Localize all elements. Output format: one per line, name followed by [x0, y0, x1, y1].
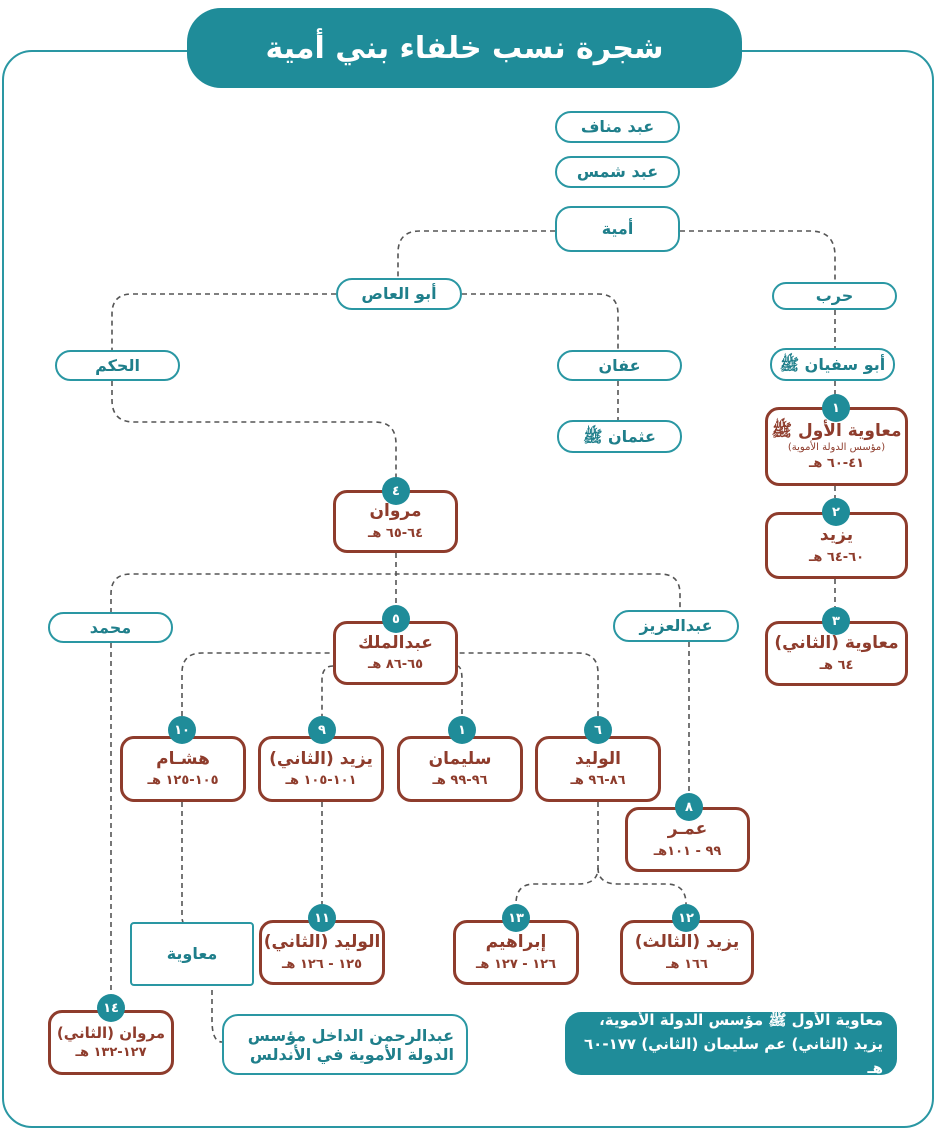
note-andalus-line1: عبدالرحمن الداخل مؤسس: [247, 1025, 454, 1045]
ancestor-harb: حرب: [772, 282, 897, 310]
caliph-umar-name: عمـر: [667, 819, 708, 840]
ancestor-affan: عفان: [557, 350, 682, 381]
caliph-muawiya1-sub: (مؤسس الدولة الأموية): [787, 442, 886, 454]
caliph-yazid3-dates: ١٦٦ هـ: [666, 956, 708, 972]
line-umayya-abu-al-as: [397, 230, 555, 278]
caliph-yazid3: يزيد (الثالث) ١٦٦ هـ: [620, 920, 754, 985]
caliph-al-walid2-name: الوليد (الثاني): [263, 932, 381, 953]
ancestor-al-hakam: الحكم: [55, 350, 180, 381]
caliph-umar: عمـر ٩٩ - ١٠١هـ: [625, 807, 750, 872]
caliph-yazid2-name: يزيد (الثاني): [269, 748, 373, 769]
caliph-hisham-dates: ١٠٥-١٢٥ هـ: [147, 773, 219, 788]
line-walid-yazid3: [597, 867, 687, 905]
note-andalus-line2: الدولة الأموية في الأندلس: [249, 1044, 454, 1064]
line-hisham-muawiya: [181, 802, 193, 928]
caliph-yazid2-badge: ٩: [308, 716, 336, 744]
caliph-marwan1-dates: ٦٤-٦٥ هـ: [367, 525, 424, 541]
ancestor-muawiya-label: معاوية: [166, 944, 218, 963]
caliph-al-walid2-dates: ١٢٥ - ١٢٦ هـ: [281, 956, 363, 972]
line-abu-al-as-affan: [462, 293, 619, 350]
ancestor-umayya-label: أمية: [601, 219, 634, 238]
caliph-marwan1-name: مروان: [369, 501, 422, 522]
caliph-yazid1-dates: ٦٠-٦٤ هـ: [808, 549, 865, 565]
note-andalus: عبدالرحمن الداخل مؤسس الدولة الأموية في …: [222, 1014, 468, 1075]
caliph-abd-al-malik-dates: ٦٥-٨٦ هـ: [367, 657, 424, 672]
ancestor-abd-manaf: عبد مناف: [555, 111, 680, 143]
ancestor-umayya: أمية: [555, 206, 680, 252]
ancestor-muhammad: محمد: [48, 612, 173, 643]
ancestor-abu-sufyan-label: أبو سفيان ﷺ: [779, 354, 886, 374]
caliph-sulayman-badge: ١: [448, 716, 476, 744]
ancestor-abu-al-as-label: أبو العاص: [361, 284, 437, 303]
line-abd-al-malik-yazid2: [321, 665, 334, 716]
caliph-muawiya1-dates: ٤١-٦٠ هـ: [808, 455, 865, 471]
caliph-hisham: هشـام ١٠٥-١٢٥ هـ: [120, 736, 246, 802]
line-hakam-marwan: [111, 381, 397, 478]
caliph-yazid3-badge: ١٢: [672, 904, 700, 932]
caliph-muawiya2-name: معاوية (الثاني): [774, 633, 899, 654]
caliph-marwan1-badge: ٤: [382, 477, 410, 505]
caliph-muawiya2-badge: ٣: [822, 607, 850, 635]
caliph-al-walid1-badge: ٦: [584, 716, 612, 744]
ancestor-affan-label: عفان: [598, 355, 641, 375]
caliph-marwan2-name: مروان (الثاني): [56, 1023, 166, 1042]
caliph-al-walid1-name: الوليد: [575, 748, 622, 769]
caliph-yazid1-name: يزيد: [819, 525, 854, 546]
caliph-ibrahim-name: إبراهيم: [485, 932, 547, 953]
line-walid-sons: [515, 802, 599, 905]
caliph-muawiya2-dates: ٦٤ هـ: [819, 657, 854, 673]
caliph-muawiya1-name: معاوية الأول ﷺ: [771, 421, 902, 441]
page-title: شجرة نسب خلفاء بني أمية: [187, 8, 742, 88]
caliph-al-walid1-dates: ٨٦-٩٦ هـ: [570, 773, 626, 788]
note-summary-line1: معاوية الأول ﷺ مؤسس الدولة الأموية،: [599, 1010, 883, 1029]
ancestor-abu-al-as: أبو العاص: [336, 278, 462, 310]
note-summary: معاوية الأول ﷺ مؤسس الدولة الأموية، يزيد…: [565, 1011, 897, 1077]
caliph-sulayman-name: سليمان: [428, 748, 492, 769]
caliph-al-walid1: الوليد ٨٦-٩٦ هـ: [535, 736, 661, 802]
caliph-yazid2-dates: ١٠١-١٠٥ هـ: [285, 773, 357, 788]
ancestor-abd-shams-label: عبد شمس: [576, 162, 659, 181]
caliph-abd-al-malik-badge: ٥: [382, 605, 410, 633]
caliph-umar-badge: ٨: [675, 793, 703, 821]
ancestor-al-hakam-label: الحكم: [95, 355, 140, 375]
ancestor-muawiya: معاوية: [130, 922, 254, 986]
caliph-yazid3-name: يزيد (الثالث): [634, 932, 740, 953]
caliph-al-walid2-badge: ١١: [308, 904, 336, 932]
caliph-yazid2: يزيد (الثاني) ١٠١-١٠٥ هـ: [258, 736, 384, 802]
caliph-hisham-name: هشـام: [156, 748, 210, 769]
caliph-marwan2-dates: ١٢٧-١٣٢ هـ: [75, 1045, 147, 1061]
caliph-umar-dates: ٩٩ - ١٠١هـ: [653, 843, 722, 859]
ancestor-abd-al-aziz: عبدالعزيز: [613, 610, 739, 642]
ancestor-harb-label: حرب: [815, 286, 854, 305]
note-summary-line2: يزيد (الثاني) عم سليمان (الثاني) ١٧٧-٦٠ …: [584, 1034, 883, 1077]
caliph-abd-al-malik-name: عبدالملك: [358, 632, 433, 653]
line-muawiya-andalus: [211, 990, 223, 1043]
caliph-muawiya1-badge: ١: [822, 394, 850, 422]
caliph-yazid1-badge: ٢: [822, 498, 850, 526]
ancestor-abu-sufyan: أبو سفيان ﷺ: [770, 348, 895, 381]
caliph-muawiya1: معاوية الأول ﷺ (مؤسس الدولة الأموية) ٤١-…: [765, 407, 908, 486]
ancestor-muhammad-label: محمد: [89, 617, 132, 637]
ancestor-abd-manaf-label: عبد مناف: [580, 117, 655, 136]
caliph-sulayman-dates: ٩٦-٩٩ هـ: [432, 773, 488, 788]
ancestor-abd-al-aziz-label: عبدالعزيز: [639, 616, 713, 635]
caliph-ibrahim-badge: ١٣: [502, 904, 530, 932]
caliph-hisham-badge: ١٠: [168, 716, 196, 744]
ancestor-uthman-label: عثمان ﷺ: [583, 426, 656, 446]
caliph-sulayman: سليمان ٩٦-٩٩ هـ: [397, 736, 523, 802]
caliph-marwan2-badge: ١٤: [97, 994, 125, 1022]
line-abu-al-as-hakam: [111, 293, 336, 352]
line-umayya-harb: [680, 230, 836, 282]
caliph-ibrahim-dates: ١٢٦ - ١٢٧ هـ: [475, 956, 557, 972]
ancestor-uthman: عثمان ﷺ: [557, 420, 682, 453]
ancestor-abd-shams: عبد شمس: [555, 156, 680, 188]
